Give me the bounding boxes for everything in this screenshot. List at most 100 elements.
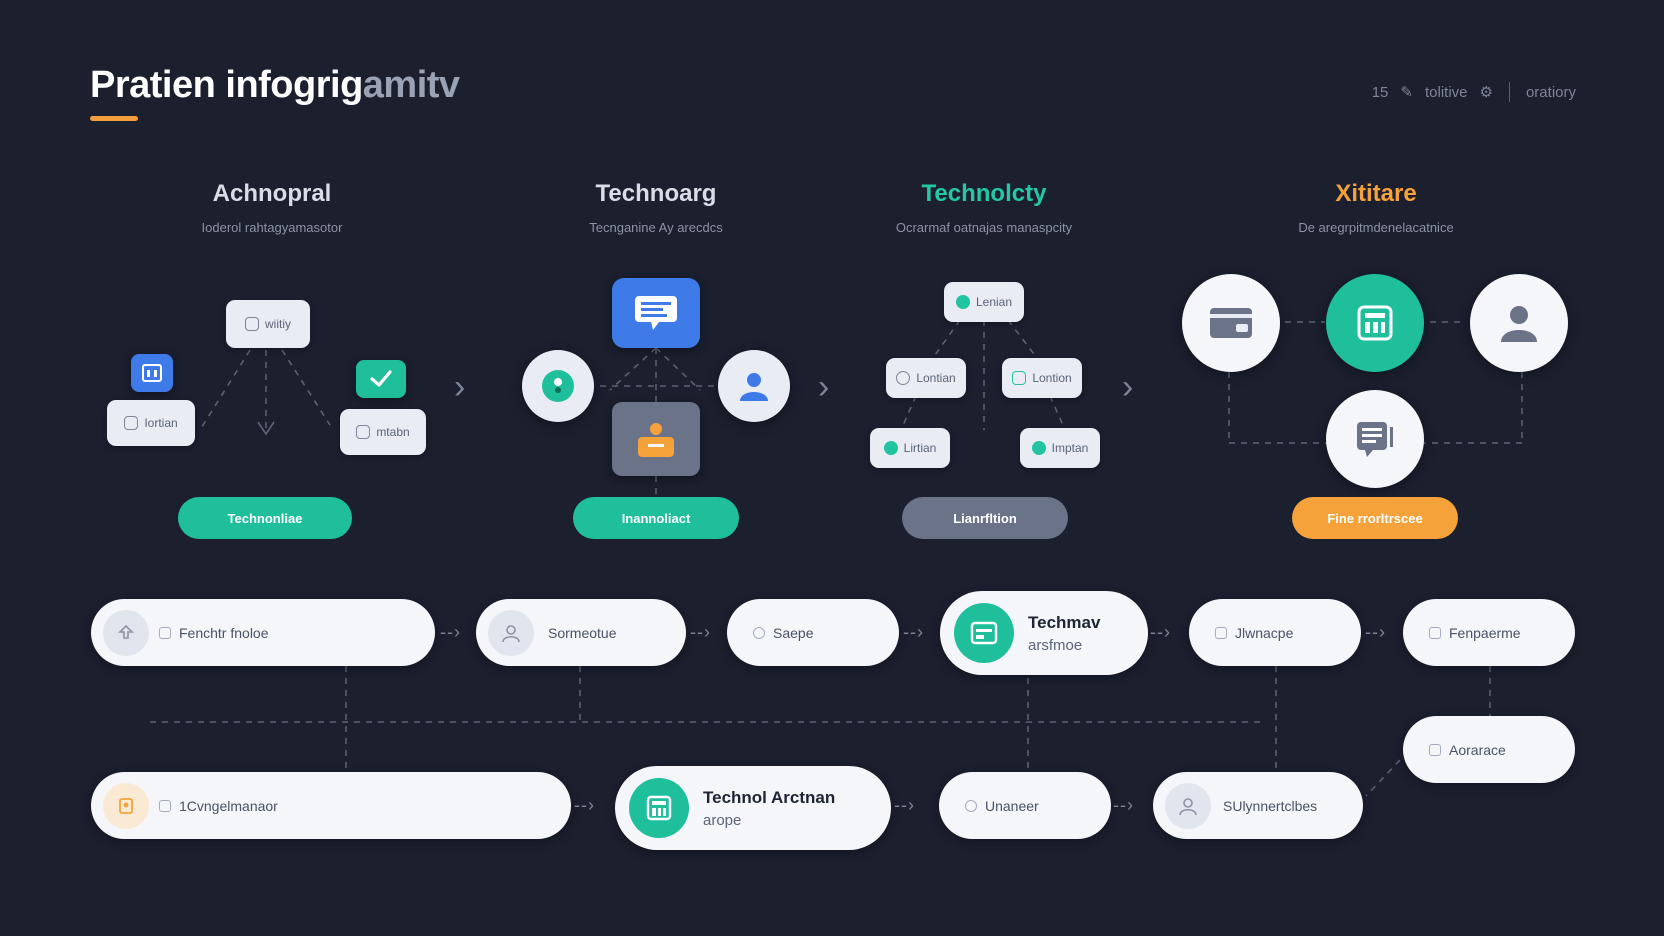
chip-label: Lirtian [903, 441, 937, 455]
chip-left[interactable]: Iortian [107, 400, 195, 446]
flow-node-highlight[interactable]: Technol Arctnan arope [615, 766, 891, 850]
shield-icon [896, 371, 911, 385]
chip-label: Imptan [1051, 441, 1089, 455]
square-icon [124, 416, 139, 430]
badge-icon [103, 782, 149, 829]
flow-node[interactable]: SUlynnertclbes [1153, 772, 1363, 839]
chip-right[interactable]: mtabn [340, 409, 426, 455]
arrow-right-icon: › [818, 368, 830, 406]
flow-node[interactable]: Fenchtr fnoloe [91, 599, 435, 666]
user-icon [488, 609, 534, 656]
flow-node-label: Sormeotue [548, 624, 617, 641]
chip-bottom-left[interactable]: Lirtian [870, 428, 950, 468]
status-circle-icon[interactable] [522, 350, 594, 422]
column-title: Technoarg [595, 180, 717, 207]
column-1-button[interactable]: Technonliae [178, 497, 352, 539]
column-header-3: Technolcty Ocrarmaf oatnajas manaspcity [834, 180, 1134, 235]
document-icon [1215, 626, 1227, 639]
chip-mid-right[interactable]: Lontion [1002, 358, 1082, 398]
column-subtitle: Ioderol rahtagyamasotor [201, 220, 343, 235]
person-card-icon[interactable] [612, 402, 700, 476]
meta-right-label[interactable]: oratiory [1525, 83, 1576, 101]
page-title-main: Pratien infogrig [90, 64, 363, 106]
column-3-button[interactable]: Lianrfltion [902, 497, 1068, 539]
column-title: Technolcty [921, 180, 1047, 207]
column-header-1: Achnopral Ioderol rahtagyamasotor [122, 180, 422, 235]
column-header-2: Technoarg Tecnganine Ay arecdcs [506, 180, 806, 235]
chip-label: Iortian [144, 416, 178, 430]
chip-label: mtabn [376, 425, 410, 439]
flow-node[interactable]: Sormeotue [476, 599, 686, 666]
column-2-button[interactable]: Inannoliact [573, 497, 739, 539]
flow-node-label: Fenpaerme [1449, 624, 1521, 641]
chip-label: Lontion [1032, 371, 1072, 385]
flow-node-title: Techmav [1028, 612, 1101, 632]
square-icon [159, 799, 171, 812]
check-icon[interactable] [356, 360, 406, 398]
dashed-arrow-icon: - - › [440, 622, 460, 642]
title-underline [90, 116, 138, 121]
upload-icon [103, 609, 149, 656]
dashed-arrow-icon: - - › [574, 795, 594, 815]
flow-node[interactable]: 1Cvngelmanaor [91, 772, 571, 839]
pencil-icon[interactable]: ✎ [1400, 84, 1413, 101]
dot-icon [1031, 441, 1046, 455]
chip-mid-left[interactable]: Lontian [886, 358, 966, 398]
square-icon [159, 626, 171, 639]
column-subtitle: Ocrarmaf oatnajas manaspcity [895, 220, 1073, 235]
lock-icon [1429, 743, 1441, 756]
user-icon[interactable] [718, 350, 790, 422]
dashboard-icon[interactable] [131, 354, 173, 392]
flow-node-title: Technol Arctnan [703, 787, 836, 807]
flow-node-label: Unaneer [985, 797, 1039, 814]
flow-node[interactable]: Jlwnacpe [1189, 599, 1361, 666]
flow-node[interactable]: Unaneer [939, 772, 1111, 839]
flow-node-label: SUlynnertclbes [1223, 797, 1318, 814]
meta-divider [1508, 82, 1510, 102]
chip-top[interactable]: wiitiy [226, 300, 310, 348]
circle-icon [965, 799, 977, 812]
flow-node-subtitle: arsfmoe [1028, 636, 1083, 654]
flow-node-label: Fenchtr fnoloe [179, 624, 269, 641]
flow-node[interactable]: Aorarace [1403, 716, 1575, 783]
flow-node-label: Saepe [773, 624, 814, 641]
arrow-right-icon: › [454, 368, 466, 406]
dot-icon [883, 441, 898, 455]
calendar-icon [1012, 371, 1027, 385]
message-icon[interactable] [612, 278, 700, 348]
square-icon [356, 425, 371, 439]
chip-bottom-right[interactable]: Imptan [1020, 428, 1100, 468]
lock-icon [1429, 626, 1441, 639]
flow-node[interactable]: Fenpaerme [1403, 599, 1575, 666]
dashed-arrow-icon: - - › [894, 795, 914, 815]
calculator-icon [629, 778, 689, 838]
flow-node-label: 1Cvngelmanaor [179, 797, 278, 814]
flow-node-highlight[interactable]: Techmav arsfmoe [940, 591, 1148, 675]
page-title: Pratien infogrigamitv [90, 64, 460, 107]
column-title: Xititare [1335, 180, 1417, 207]
column-subtitle: Tecnganine Ay arecdcs [589, 220, 723, 235]
dot-icon [955, 295, 970, 309]
column-4-button[interactable]: Fine rrorltrscee [1292, 497, 1458, 539]
dashed-arrow-icon: - - › [903, 622, 923, 642]
arrow-right-icon: › [1122, 368, 1134, 406]
calculator-icon[interactable] [1326, 274, 1424, 372]
column-header-4: Xititare De aregrpitmdenelacatnice [1226, 180, 1526, 235]
chip-top[interactable]: Lenian [944, 282, 1024, 322]
meta-number: 15 [1371, 83, 1389, 101]
page-title-dim: amitv [362, 64, 460, 106]
user-icon[interactable] [1470, 274, 1568, 372]
document-icon[interactable] [1326, 390, 1424, 488]
meta-label[interactable]: tolitive [1424, 83, 1468, 101]
dashed-arrow-icon: - - › [1150, 622, 1170, 642]
chip-label: Lontian [916, 371, 956, 385]
header-meta: 15 ✎ tolitive ⚙ oratiory [1372, 82, 1576, 102]
flow-node-label: Jlwnacpe [1235, 624, 1294, 641]
wallet-icon[interactable] [1182, 274, 1280, 372]
flow-node[interactable]: Saepe [727, 599, 899, 666]
square-icon [245, 317, 259, 331]
column-title: Achnopral [212, 180, 332, 207]
settings-icon[interactable]: ⚙ [1479, 84, 1493, 101]
column-subtitle: De aregrpitmdenelacatnice [1298, 220, 1454, 235]
chip-label: Lenian [975, 295, 1013, 309]
